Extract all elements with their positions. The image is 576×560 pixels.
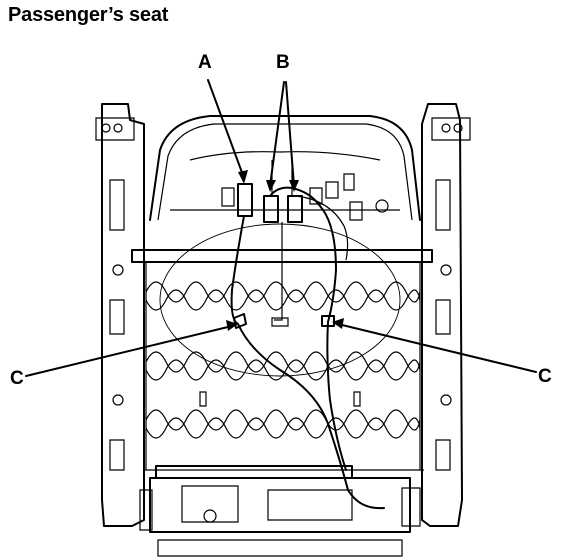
arrow-head-c-left (226, 320, 238, 331)
arrow-head-a (238, 170, 248, 184)
callout-a: A (198, 52, 212, 73)
connector-area (170, 151, 400, 223)
leader-lines (25, 79, 537, 377)
seat-springs (145, 223, 421, 439)
base-assembly (139, 465, 421, 557)
callout-b: B (276, 52, 290, 73)
left-side-frame (95, 103, 145, 527)
callout-c-left: C (10, 368, 24, 389)
arrow-head-b-right (289, 180, 299, 192)
arrow-head-b-left (266, 180, 276, 192)
callout-c-right: C (538, 366, 552, 387)
arrow-head-c-right (332, 318, 344, 329)
wire-harness (230, 186, 385, 510)
right-side-frame (421, 103, 471, 527)
page-title: Passenger’s seat (8, 4, 169, 26)
